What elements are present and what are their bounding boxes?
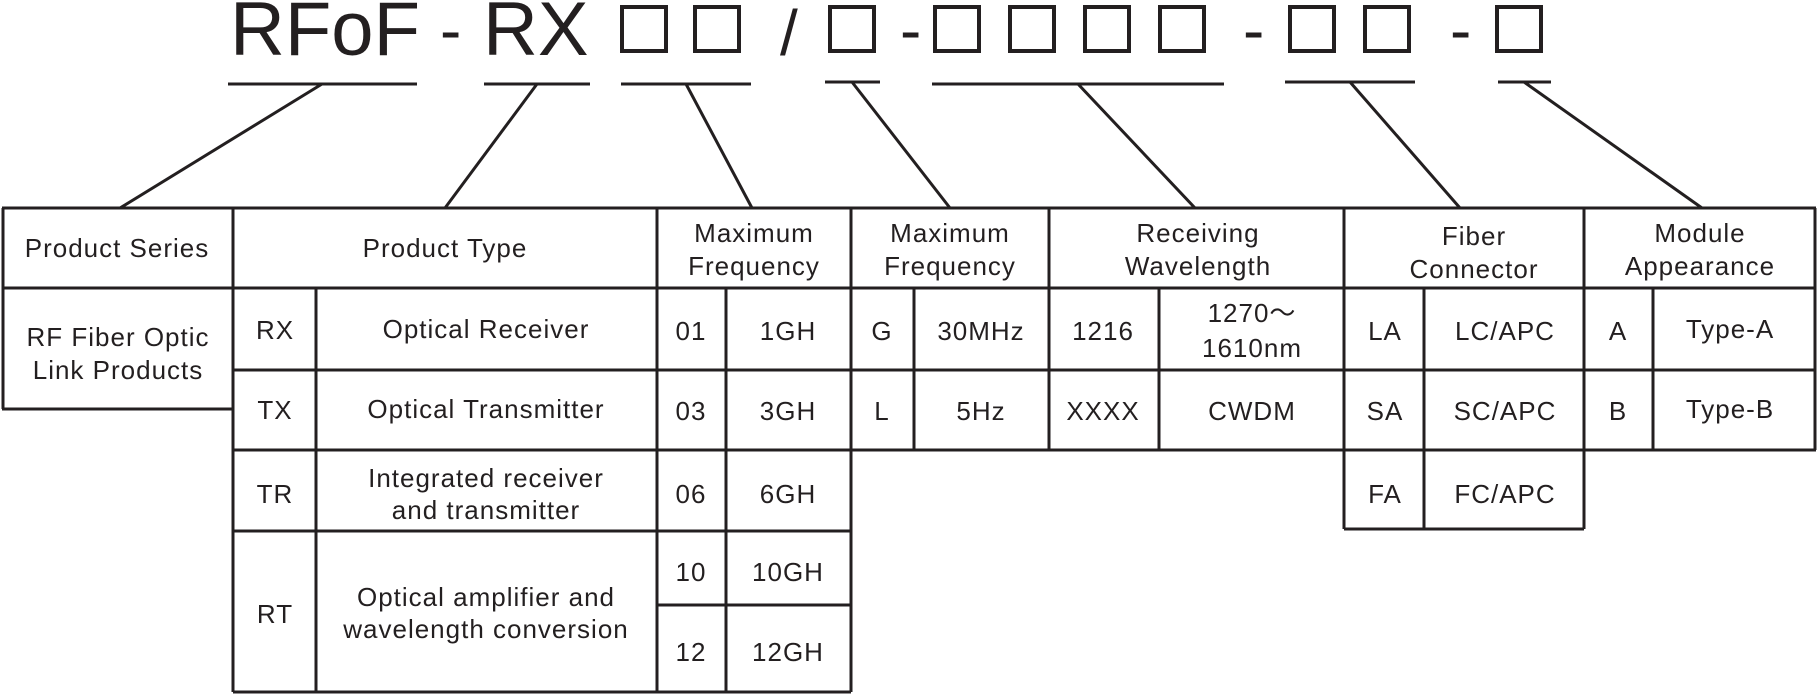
code-type: RX bbox=[483, 0, 589, 72]
type-code: TR bbox=[257, 479, 294, 509]
type-name: Optical amplifier and bbox=[357, 582, 615, 612]
type-code: RX bbox=[256, 315, 294, 345]
placeholder-square-icon bbox=[1363, 5, 1411, 53]
placeholder-square-icon bbox=[933, 5, 981, 53]
fiber-code: FA bbox=[1368, 479, 1402, 509]
code-separator: - bbox=[900, 0, 921, 66]
fiber-code: LA bbox=[1368, 316, 1402, 346]
series-label: Link Products bbox=[33, 355, 204, 385]
header-module-appearance: Module bbox=[1654, 218, 1745, 248]
wavelength-value: 1270～ bbox=[1208, 298, 1297, 328]
header-product-series: Product Series bbox=[25, 233, 210, 263]
appearance-value: Type-A bbox=[1686, 314, 1774, 344]
connector-line bbox=[119, 82, 323, 210]
freq-code: G bbox=[871, 316, 892, 346]
placeholder-square-icon bbox=[693, 5, 741, 53]
freq-value: 30MHz bbox=[937, 316, 1024, 346]
freq-code: 01 bbox=[676, 316, 707, 346]
placeholder-square-icon bbox=[1083, 5, 1131, 53]
freq-value: 1GH bbox=[760, 316, 816, 346]
type-name: Optical Receiver bbox=[383, 314, 590, 344]
max-frequency-1-column: 01 1GH 03 3GH 06 6GH 10 10GH 12 12GH bbox=[676, 316, 824, 667]
wavelength-value: 1610nm bbox=[1202, 333, 1302, 363]
placeholder-square-icon bbox=[1288, 5, 1336, 53]
freq-code: 06 bbox=[676, 479, 707, 509]
table-grid bbox=[1, 206, 1817, 694]
header-row: Product Series Product Type Maximum Freq… bbox=[25, 218, 1775, 284]
code-separator: - bbox=[1243, 0, 1264, 66]
type-name: Integrated receiver bbox=[368, 463, 604, 493]
fiber-value: LC/APC bbox=[1455, 316, 1555, 346]
appearance-value: Type-B bbox=[1686, 394, 1774, 424]
header-product-type: Product Type bbox=[363, 233, 528, 263]
freq-code: 10 bbox=[676, 557, 707, 587]
product-series-cell: RF Fiber Optic Link Products bbox=[26, 322, 209, 385]
header-fiber-connector: Fiber bbox=[1442, 221, 1506, 251]
appearance-code: A bbox=[1609, 316, 1627, 346]
wavelength-value: CWDM bbox=[1208, 396, 1296, 426]
freq-code: L bbox=[874, 396, 889, 426]
freq-value: 6GH bbox=[760, 479, 816, 509]
type-code: TX bbox=[257, 395, 292, 425]
type-code: RT bbox=[257, 599, 293, 629]
placeholder-square-icon bbox=[1495, 5, 1543, 53]
code-separator: - bbox=[1450, 0, 1471, 66]
appearance-code: B bbox=[1609, 396, 1627, 426]
fiber-value: FC/APC bbox=[1454, 479, 1555, 509]
placeholder-square-icon bbox=[1158, 5, 1206, 53]
fiber-connector-column: LA LC/APC SA SC/APC FA FC/APC bbox=[1367, 316, 1557, 509]
placeholder-square-icon bbox=[620, 5, 668, 53]
type-name: and transmitter bbox=[392, 495, 580, 525]
fiber-code: SA bbox=[1367, 396, 1404, 426]
header-max-frequency-1: Frequency bbox=[688, 251, 820, 281]
connector-line bbox=[850, 81, 952, 209]
code-separator: / bbox=[780, 0, 798, 69]
freq-value: 10GH bbox=[752, 557, 824, 587]
type-name: wavelength conversion bbox=[342, 614, 629, 644]
connector-line bbox=[684, 83, 754, 209]
code-series: RFoF bbox=[230, 0, 420, 72]
series-label: RF Fiber Optic bbox=[26, 322, 209, 352]
wavelength-code: XXXX bbox=[1066, 396, 1139, 426]
freq-code: 03 bbox=[676, 396, 707, 426]
connector-lines bbox=[119, 80, 1703, 210]
header-receiving-wavelength: Receiving bbox=[1136, 218, 1259, 248]
wavelength-code: 1216 bbox=[1072, 316, 1134, 346]
max-frequency-2-column: G 30MHz L 5Hz bbox=[871, 316, 1024, 426]
type-name: Optical Transmitter bbox=[367, 394, 604, 424]
module-appearance-column: A Type-A B Type-B bbox=[1609, 314, 1774, 426]
code-separator: - bbox=[440, 0, 461, 66]
header-receiving-wavelength: Wavelength bbox=[1125, 251, 1271, 281]
connector-line bbox=[1523, 80, 1703, 210]
wavelength-column: 1216 1270～ 1610nm XXXX CWDM bbox=[1066, 298, 1302, 426]
header-max-frequency-1: Maximum bbox=[694, 218, 814, 248]
fiber-value: SC/APC bbox=[1454, 396, 1557, 426]
connector-line bbox=[1348, 81, 1462, 209]
freq-value: 3GH bbox=[760, 396, 816, 426]
product-type-column: RX Optical Receiver TX Optical Transmitt… bbox=[256, 314, 629, 644]
freq-value: 12GH bbox=[752, 637, 824, 667]
freq-code: 12 bbox=[676, 637, 707, 667]
header-max-frequency-2: Maximum bbox=[890, 218, 1010, 248]
header-max-frequency-2: Frequency bbox=[884, 251, 1016, 281]
freq-value: 5Hz bbox=[956, 396, 1005, 426]
model-code: RFoF - RX / - - - bbox=[230, 0, 1543, 72]
header-fiber-connector: Connector bbox=[1410, 254, 1539, 284]
placeholder-square-icon bbox=[1008, 5, 1056, 53]
connector-line bbox=[1076, 82, 1197, 210]
header-module-appearance: Appearance bbox=[1625, 251, 1775, 281]
placeholder-square-icon bbox=[828, 5, 876, 53]
connector-line bbox=[443, 83, 539, 209]
